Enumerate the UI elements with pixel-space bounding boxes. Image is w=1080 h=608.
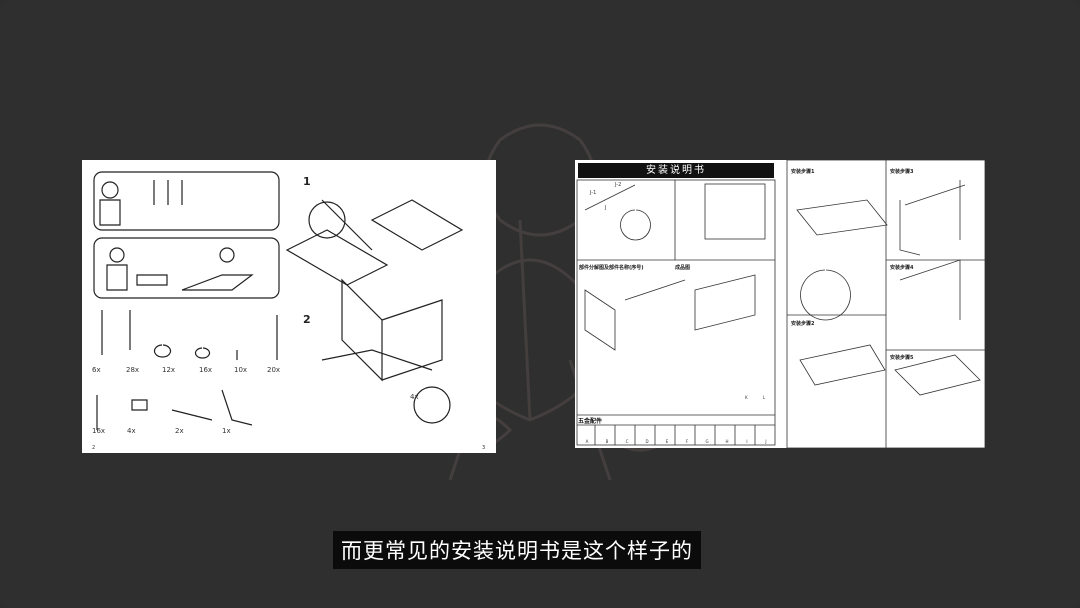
- hardware-letter: B: [605, 439, 609, 444]
- quantity-label: 16x: [199, 366, 213, 374]
- manual-illustrations: [576, 160, 985, 448]
- step-number: 2: [303, 313, 311, 326]
- quantity-label: 4x: [127, 427, 136, 435]
- hardware-letter: F: [685, 439, 689, 444]
- hardware-letter: G: [705, 439, 709, 444]
- quantity-label: 28x: [126, 366, 140, 374]
- ikea-style-manual: 1 2 1 6x 28x 12x 16x 10x 20x 16x 4x 2x 1…: [82, 160, 496, 453]
- manual-illustrations: 1 2: [93, 171, 464, 430]
- section-heading: 五金配件: [578, 418, 603, 425]
- chinese-manual: 安装说明书 J-1 J-2 J 部件分解图及部件名称(序号) 成品图 五金配件: [575, 160, 985, 448]
- page-number: 2: [92, 445, 96, 451]
- quantity-label: 2x: [175, 427, 184, 435]
- subtitle: 而更常见的安装说明书是这个样子的: [333, 531, 701, 569]
- step-heading: 安装步骤4: [890, 265, 914, 271]
- step-heading: 安装步骤3: [890, 169, 914, 175]
- quantity-label: 16x: [92, 427, 106, 435]
- hardware-letter: J: [765, 439, 767, 444]
- quantity-label: 6x: [92, 366, 101, 374]
- quantity-label: 1x: [222, 427, 231, 435]
- hardware-letter: D: [645, 439, 649, 444]
- hardware-letter: I: [746, 439, 748, 444]
- step-heading: 安装步骤5: [890, 355, 914, 361]
- quantity-label: 20x: [267, 366, 281, 374]
- section-heading: 部件分解图及部件名称(序号): [579, 265, 644, 271]
- hardware-letter: A: [585, 439, 589, 444]
- hardware-letter: E: [665, 439, 669, 444]
- part-label: J-1: [590, 190, 597, 196]
- part-label: J-2: [615, 182, 622, 188]
- hardware-letters: A B C D E F G H I J: [577, 439, 775, 444]
- quantity-label: 12x: [162, 366, 176, 374]
- hardware-letter: H: [725, 439, 729, 444]
- hardware-letter: L: [763, 395, 766, 400]
- step-number: 1: [303, 175, 311, 188]
- section-heading: 成品图: [675, 265, 691, 271]
- manual-banner: 安装说明书: [578, 163, 774, 178]
- step-heading: 安装步骤2: [791, 321, 815, 327]
- page-number: 3: [482, 445, 486, 451]
- step-heading: 安装步骤1: [791, 169, 815, 175]
- quantity-label: 4x: [410, 393, 419, 401]
- hardware-letter: C: [625, 439, 629, 444]
- quantity-label: 10x: [234, 366, 248, 374]
- part-label: J: [605, 205, 607, 211]
- hardware-letter: K: [745, 395, 748, 400]
